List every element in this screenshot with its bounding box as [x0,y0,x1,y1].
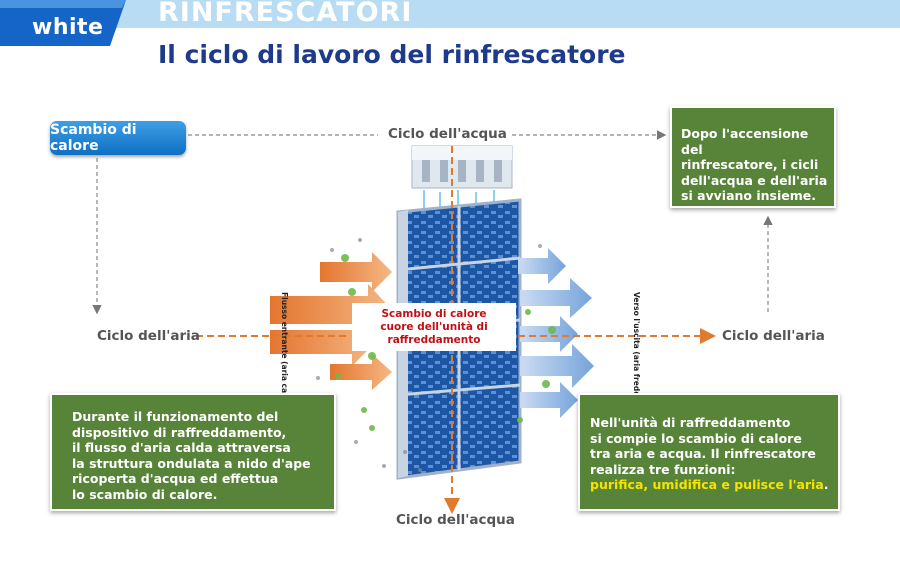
heat-exchange-button[interactable]: Scambio di calore [50,121,186,155]
info-box-functions-line-3: tra aria e acqua. Il rinfrescatore [590,446,816,461]
info-box-operation: Durante il funzionamento del dispositivo… [50,393,336,511]
info-box-operation-line-2: dispositivo di raffreddamento, [72,424,287,440]
info-box-operation-line-6: lo scambio di calore. [72,486,218,502]
splash-drops [316,238,542,472]
water-droplets [335,254,556,431]
functions-highlight: purifica, umidifica e pulisce l'aria [590,477,824,492]
water-cycle-label-top: Ciclo dell'acqua [388,126,507,142]
hot-air-arrows [270,252,392,390]
logo: white [32,15,104,40]
functions-end: . [823,477,829,492]
center-label-line-1: Scambio di calore [381,307,487,320]
info-box-start-line-3: dell'acqua e dell'aria [681,172,828,188]
info-box-start-line-1: Dopo l'accensione del [681,126,809,157]
section-title: RINFRESCATORI [158,0,413,28]
info-box-functions-line-5: purifica, umidifica e pulisce l'aria. [590,477,838,493]
center-heat-exchange-label: Scambio di calore cuore dell'unità di ra… [352,303,516,351]
page-title: Il ciclo di lavoro del rinfrescatore [158,40,626,69]
center-label-line-2: cuore dell'unità di [380,320,488,333]
air-cycle-label-right: Ciclo dell'aria [722,328,825,344]
info-box-functions-line-4: realizza tre funzioni: [590,461,736,477]
info-box-functions-line-2: si compie lo scambio di calore [590,430,802,446]
info-box-start: Dopo l'accensione del rinfrescatore, i c… [670,106,836,208]
info-box-start-line-4: si avviano insieme. [681,188,817,203]
water-header-pipe [411,145,513,189]
cool-air-arrows [518,248,594,418]
air-cycle-label-left: Ciclo dell'aria [97,328,200,344]
info-box-functions-line-1: Nell'unità di raffreddamento [590,415,791,430]
outflow-label: Verso l'uscita (aria fredda) [632,292,641,406]
water-cycle-label-bottom: Ciclo dell'acqua [396,512,515,528]
info-box-start-line-2: rinfrescatore, i cicli [681,157,819,172]
center-label-line-3: raffreddamento [387,333,481,346]
info-box-operation-line-3: il flusso d'aria calda attraversa [72,440,291,455]
info-box-functions: Nell'unità di raffreddamento si compie l… [578,393,840,511]
info-box-operation-line-5: ricoperta d'acqua ed effettua [72,471,279,486]
logo-badge [0,0,126,46]
info-box-operation-line-1: Durante il funzionamento del [72,409,279,424]
info-box-operation-line-4: la struttura ondulata a nido d'ape [72,455,311,471]
inflow-label: Flusso entrante (aria calda) [280,292,289,410]
header-bar [0,0,900,28]
